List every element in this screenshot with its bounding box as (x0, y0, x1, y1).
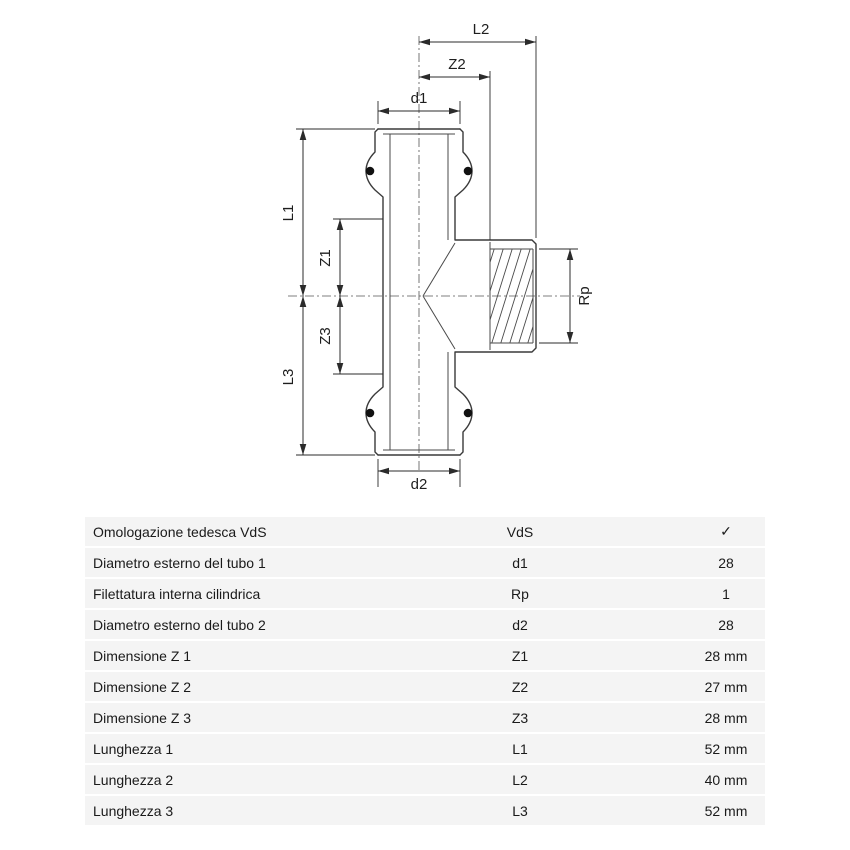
table-row: Dimensione Z 3 Z3 28 mm (85, 703, 765, 734)
dim-label-Z1: Z1 (317, 249, 334, 267)
dimension-d2: d2 (377, 459, 461, 493)
spec-code: VdS (506, 523, 534, 540)
thread-hatching (490, 249, 533, 343)
table-row: Lunghezza 3 L3 52 mm (85, 796, 765, 827)
spec-label: Dimensione Z 1 (93, 647, 192, 664)
tee-fitting-diagram: L2 Z2 d1 L1 (280, 21, 593, 493)
table-row: Lunghezza 2 L2 40 mm (85, 765, 765, 796)
spec-value: 27 mm (704, 678, 748, 695)
dim-label-Rp: Rp (576, 286, 593, 305)
spec-code: Z2 (511, 678, 529, 695)
dimension-Rp: Rp (539, 248, 593, 344)
table-row: Dimensione Z 1 Z1 28 mm (85, 641, 765, 672)
spec-value: 52 mm (704, 740, 748, 757)
spec-label: Filettatura interna cilindrica (93, 585, 261, 602)
dimension-L2: L2 (419, 21, 537, 238)
spec-value: 28 (718, 554, 734, 571)
spec-value: ✓ (720, 523, 732, 539)
dim-label-L2: L2 (473, 21, 490, 38)
spec-label: Lunghezza 1 (93, 740, 174, 757)
spec-code: L3 (512, 802, 528, 819)
dim-label-L1: L1 (280, 205, 297, 222)
dimension-L3: L3 (280, 296, 375, 456)
spec-value: 28 mm (704, 709, 748, 726)
spec-label: Dimensione Z 3 (93, 709, 192, 726)
table-row: Diametro esterno del tubo 1 d1 28 (85, 548, 765, 579)
dimension-Z2: Z2 (419, 56, 491, 240)
pipe-outline (365, 128, 537, 456)
spec-label: Diametro esterno del tubo 1 (93, 554, 266, 571)
spec-value: 28 mm (704, 647, 748, 664)
spec-value: 40 mm (704, 771, 748, 788)
specification-table: Omologazione tedesca VdS VdS ✓ Diametro … (85, 517, 765, 827)
spec-label: Lunghezza 3 (93, 802, 174, 819)
spec-code: L1 (512, 740, 528, 757)
spec-label: Lunghezza 2 (93, 771, 174, 788)
table-row: Omologazione tedesca VdS VdS ✓ (85, 517, 765, 548)
spec-value: 52 mm (704, 802, 748, 819)
spec-code: L2 (512, 771, 528, 788)
spec-label: Dimensione Z 2 (93, 678, 192, 695)
dim-label-d2: d2 (411, 476, 428, 493)
technical-drawing-area: L2 Z2 d1 L1 (280, 21, 593, 493)
dimension-d1: d1 (377, 90, 461, 124)
spec-label: Omologazione tedesca VdS (93, 523, 267, 540)
dimension-L1: L1 (280, 128, 375, 296)
spec-code: Z1 (511, 647, 529, 664)
dimension-Z1: Z1 (317, 218, 383, 296)
dim-label-Z3: Z3 (317, 327, 334, 345)
table-row: Lunghezza 1 L1 52 mm (85, 734, 765, 765)
table-row: Diametro esterno del tubo 2 d2 28 (85, 610, 765, 641)
dim-label-d1: d1 (411, 90, 428, 107)
dim-label-L3: L3 (280, 369, 297, 386)
o-ring-seals (365, 166, 473, 418)
table-row: Filettatura interna cilindrica Rp 1 (85, 579, 765, 610)
spec-value: 28 (718, 616, 734, 633)
spec-code: Z3 (511, 709, 529, 726)
dim-label-Z2: Z2 (448, 56, 466, 73)
spec-code: d2 (512, 616, 528, 633)
table-row: Dimensione Z 2 Z2 27 mm (85, 672, 765, 703)
spec-label: Diametro esterno del tubo 2 (93, 616, 266, 633)
spec-code: Rp (511, 585, 529, 602)
dimension-Z3: Z3 (317, 296, 383, 375)
spec-value: 1 (722, 585, 730, 602)
spec-code: d1 (512, 554, 528, 571)
branch-thread (422, 242, 534, 350)
